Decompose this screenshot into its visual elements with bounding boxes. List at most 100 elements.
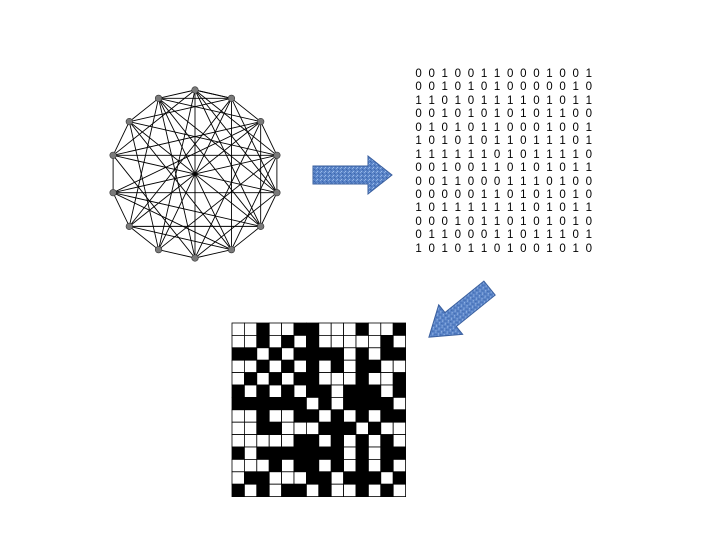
grid-cell bbox=[343, 334, 357, 349]
matrix-cell: 0 bbox=[533, 215, 540, 228]
matrix-cell: 1 bbox=[493, 188, 501, 201]
grid-cell bbox=[281, 334, 295, 349]
matrix-cell: 1 bbox=[493, 68, 501, 80]
matrix-cell: 1 bbox=[493, 108, 501, 121]
matrix-cell: 0 bbox=[428, 215, 435, 228]
matrix-cell: 1 bbox=[533, 148, 540, 161]
matrix-cell: 1 bbox=[480, 215, 488, 228]
grid-cell bbox=[281, 483, 295, 498]
matrix-cell: 1 bbox=[546, 94, 553, 107]
matrix-cell: 1 bbox=[480, 148, 488, 161]
graph-edge bbox=[112, 121, 130, 156]
grid-cell bbox=[367, 372, 382, 386]
graph-edge bbox=[231, 98, 278, 193]
grid-cell bbox=[367, 409, 382, 423]
matrix-cell: 1 bbox=[467, 202, 475, 215]
graph-edge bbox=[129, 226, 159, 251]
grid-cell bbox=[231, 409, 245, 423]
graph-node bbox=[109, 189, 117, 197]
grid-cell bbox=[392, 396, 407, 411]
grid-cell bbox=[243, 359, 258, 374]
matrix-cell: 1 bbox=[572, 202, 579, 215]
matrix-cell: 0 bbox=[533, 188, 540, 201]
grid-cell bbox=[318, 446, 332, 460]
grid-cell bbox=[243, 471, 258, 485]
matrix-cell: 1 bbox=[493, 81, 501, 94]
matrix-cell: 0 bbox=[467, 94, 475, 107]
graph-node bbox=[191, 254, 199, 262]
grid-cell bbox=[256, 359, 270, 374]
grid-cell bbox=[293, 458, 307, 473]
matrix-cell: 1 bbox=[454, 175, 462, 188]
grid-cell bbox=[268, 334, 283, 349]
matrix-cell: 0 bbox=[441, 121, 448, 134]
matrix-cell: 1 bbox=[441, 68, 448, 80]
grid-cell bbox=[281, 409, 295, 423]
grid-cell bbox=[256, 471, 270, 485]
matrix-cell: 1 bbox=[533, 229, 540, 242]
grid-cell bbox=[392, 446, 407, 460]
matrix-cell: 0 bbox=[428, 202, 435, 215]
matrix-cell: 0 bbox=[493, 175, 501, 188]
matrix-cell: 1 bbox=[546, 121, 553, 134]
matrix-cell: 0 bbox=[415, 175, 422, 188]
grid-cell bbox=[293, 446, 307, 460]
grid-cell bbox=[268, 421, 283, 436]
grid-cell bbox=[243, 483, 258, 498]
grid-cell bbox=[392, 334, 407, 349]
matrix-cell: 1 bbox=[585, 202, 592, 215]
grid-cell bbox=[243, 409, 258, 423]
matrix-cell: 1 bbox=[493, 94, 501, 107]
grid-cell bbox=[380, 434, 394, 448]
grid-cell bbox=[243, 322, 258, 336]
graph-node bbox=[125, 222, 133, 230]
matrix-cell: 0 bbox=[467, 121, 475, 134]
grid-cell bbox=[330, 384, 345, 398]
grid-cell bbox=[330, 359, 345, 374]
grid-cell bbox=[268, 372, 283, 386]
grid-cell bbox=[367, 421, 382, 436]
graph-edge bbox=[194, 89, 262, 227]
matrix-cell: 0 bbox=[533, 68, 540, 80]
matrix-cell: 0 bbox=[572, 135, 579, 148]
matrix-cell: 0 bbox=[454, 108, 462, 121]
matrix-cell: 1 bbox=[428, 94, 435, 107]
matrix-cell: 1 bbox=[480, 121, 488, 134]
matrix-cell: 0 bbox=[480, 135, 488, 148]
grid-cell bbox=[380, 384, 394, 398]
grid-cell bbox=[318, 434, 332, 448]
grid-cell bbox=[380, 334, 394, 349]
grid-cell bbox=[293, 334, 307, 349]
grid-cell bbox=[343, 409, 357, 423]
grid-cell bbox=[355, 434, 369, 448]
grid-cell bbox=[305, 347, 320, 361]
arrow-right bbox=[312, 154, 393, 196]
matrix-cell: 0 bbox=[585, 242, 592, 255]
matrix-cell: 1 bbox=[415, 242, 422, 255]
matrix-cell: 1 bbox=[546, 202, 553, 215]
graph-edge bbox=[231, 226, 261, 251]
grid-cell bbox=[380, 471, 394, 485]
grid-cell bbox=[380, 359, 394, 374]
grid-cell bbox=[392, 347, 407, 361]
grid-cell bbox=[355, 396, 369, 411]
matrix-cell: 1 bbox=[559, 148, 566, 161]
grid-cell bbox=[293, 384, 307, 398]
grid-cell bbox=[367, 322, 382, 336]
matrix-cell: 0 bbox=[428, 242, 435, 255]
grid-cell bbox=[392, 458, 407, 473]
matrix-cell: 1 bbox=[441, 175, 448, 188]
grid-cell bbox=[243, 334, 258, 349]
matrix-cell: 1 bbox=[507, 242, 514, 255]
grid-cell bbox=[318, 334, 332, 349]
grid-cell bbox=[355, 421, 369, 436]
matrix-cell: 1 bbox=[559, 229, 566, 242]
matrix-cell: 1 bbox=[454, 148, 462, 161]
matrix-cell: 0 bbox=[454, 135, 462, 148]
matrix-cell: 0 bbox=[533, 81, 540, 94]
